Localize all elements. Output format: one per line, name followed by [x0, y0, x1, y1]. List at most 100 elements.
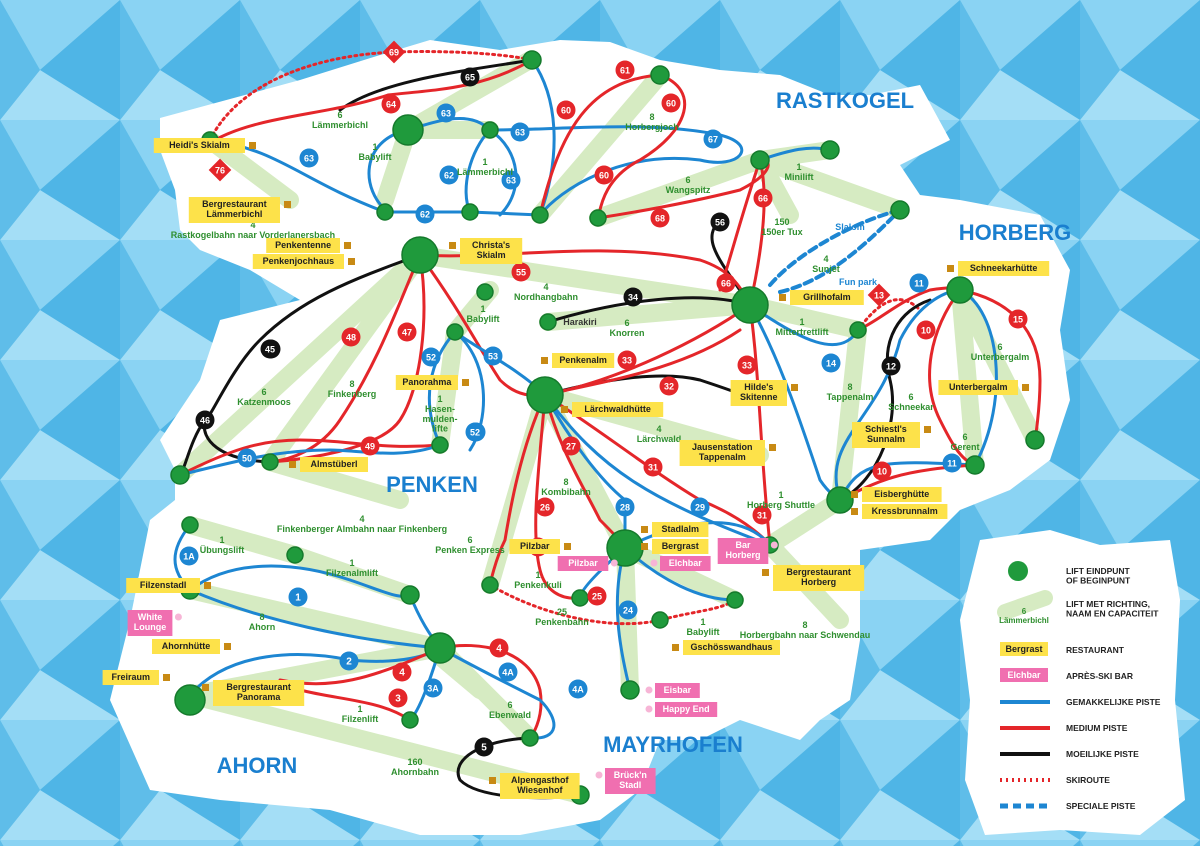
restaurant-icon [202, 684, 209, 691]
lift-node [890, 200, 910, 220]
piste-badge-shape [415, 204, 435, 224]
lift-band [286, 546, 419, 604]
piste-badge: 63 [501, 170, 521, 190]
bar-name: Elchbar [669, 558, 703, 568]
piste-badge-shape [615, 60, 635, 80]
piste-badge-shape [661, 93, 681, 113]
piste-number: 31 [648, 463, 658, 473]
piste-number: 1 [295, 593, 301, 604]
bar-icon [610, 559, 618, 567]
bar-box [127, 610, 173, 636]
piste-badge-shape [397, 322, 417, 342]
piste-badge: 11 [909, 273, 929, 293]
region-name: MAYRHOFEN [603, 732, 743, 757]
lift-node [461, 203, 479, 221]
restaurant-box [153, 138, 245, 153]
restaurant: Gschösswandhaus [672, 640, 780, 655]
easy-piste [543, 393, 772, 547]
piste-badge: 31 [643, 457, 663, 477]
piste-number: 47 [402, 328, 412, 338]
restaurant-icon [564, 543, 571, 550]
piste-badge-shape [587, 586, 607, 606]
piste-badge: 60 [556, 100, 576, 120]
piste-badge: 68 [650, 208, 670, 228]
piste-badge: 29 [690, 497, 710, 517]
restaurant-icon [769, 444, 776, 451]
piste-number: 48 [346, 333, 356, 343]
piste-number: 68 [655, 214, 665, 224]
easy-piste [748, 303, 860, 347]
restaurant-box [862, 504, 948, 519]
apres-ski-bar: Pilzbar [557, 556, 618, 571]
restaurant-icon [344, 242, 351, 249]
piste-badge-shape [423, 678, 443, 698]
restaurant-icon [348, 258, 355, 265]
piste-number: 5 [481, 743, 487, 754]
piste-badge: 15 [1008, 309, 1028, 329]
medium-piste [928, 288, 977, 467]
restaurant-name: Pilzbar [520, 541, 550, 551]
hard-piste [546, 296, 752, 324]
lift-band [589, 151, 769, 227]
piste-badge: 49 [360, 436, 380, 456]
piste-badge: 46 [195, 410, 215, 430]
piste-badge: 32 [659, 376, 679, 396]
piste-number: 26 [540, 503, 550, 513]
lift-node [424, 632, 456, 664]
piste-badge: 66 [716, 273, 736, 293]
restaurant-box [213, 680, 305, 706]
restaurant: Unterbergalm [938, 380, 1029, 395]
restaurant-icon [163, 674, 170, 681]
piste-badge-shape [909, 273, 929, 293]
restaurant-box [730, 380, 787, 406]
restaurant-icon [284, 201, 291, 208]
lift-node [1025, 430, 1045, 450]
piste-badge-shape [752, 505, 772, 525]
restaurant-icon [561, 406, 568, 413]
legend-label: SKIROUTE [1066, 775, 1110, 785]
piste-badge-shape [388, 688, 408, 708]
piste-badge-shape [360, 436, 380, 456]
lift-node [826, 486, 854, 514]
restaurant-box [460, 238, 523, 264]
piste-number: 4 [496, 644, 502, 655]
piste-number: 12 [886, 362, 896, 372]
piste-badge: 56 [710, 212, 730, 232]
piste-badge-shape [489, 638, 509, 658]
skiroute-piste [488, 583, 737, 626]
legend-restaurant-icon [1000, 642, 1048, 656]
restaurant-name: Ahornhütte [162, 641, 211, 651]
piste-badge-shape [617, 350, 637, 370]
piste-number: 65 [465, 73, 475, 83]
piste-number: 60 [599, 171, 609, 181]
piste-badge: 50 [237, 448, 257, 468]
piste-badge: 60 [661, 93, 681, 113]
piste-badge-shape [179, 546, 199, 566]
legend-item: MEDIUM PISTE [1000, 723, 1128, 733]
hard-piste [178, 253, 422, 477]
lift-band [171, 246, 429, 484]
lift-node [650, 65, 670, 85]
piste-badge: 4A [498, 662, 518, 682]
region-name: RASTKOGEL [776, 88, 914, 113]
piste-badge-shape [710, 212, 730, 232]
piste-badge: 4 [489, 638, 509, 658]
lift-label: Fun park [839, 277, 878, 287]
lift-node [620, 680, 640, 700]
hard-piste [338, 58, 534, 112]
piste-number: 45 [265, 345, 275, 355]
legend-item: SPECIALE PISTE [1000, 801, 1136, 811]
restaurant-box [572, 402, 664, 417]
